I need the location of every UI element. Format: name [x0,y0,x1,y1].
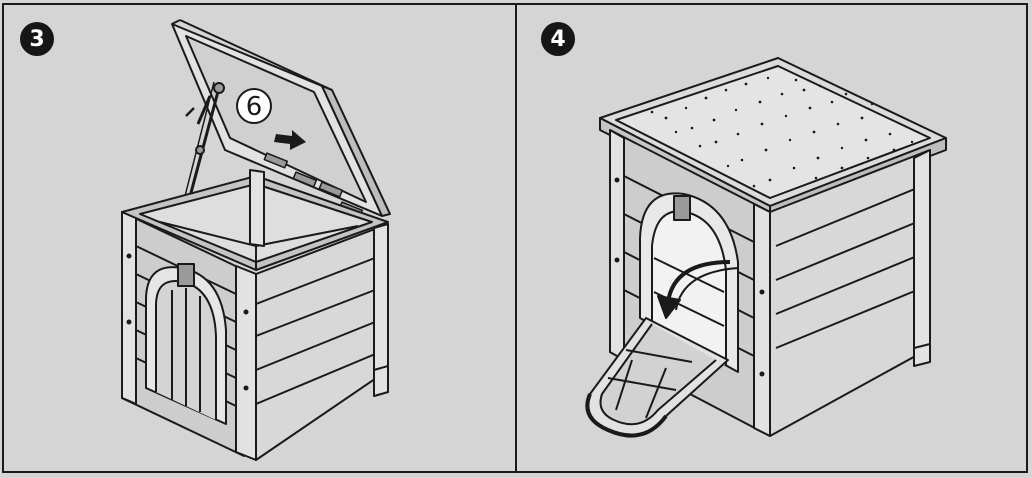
roof-lid-open [171,19,391,217]
house-right-face [769,149,931,437]
step-3-badge: 3 [20,22,54,56]
house-legs [913,343,931,367]
step-4-illustration [585,57,947,438]
back-corner-post [249,169,265,247]
arched-door [145,263,227,425]
ramp-door [585,317,729,438]
callout-number: 6 [246,92,263,122]
right-arrow-icon [274,130,306,150]
curved-arrow-icon [657,260,739,319]
screw-heads [126,253,249,391]
panel-divider [515,3,517,473]
roof-texture [650,76,914,188]
step-4-badge: 4 [541,22,575,56]
part-callout: 6 [236,88,272,124]
box-legs [121,365,389,405]
screw-heads [614,177,765,377]
step-3-illustration: 6 [121,19,391,461]
